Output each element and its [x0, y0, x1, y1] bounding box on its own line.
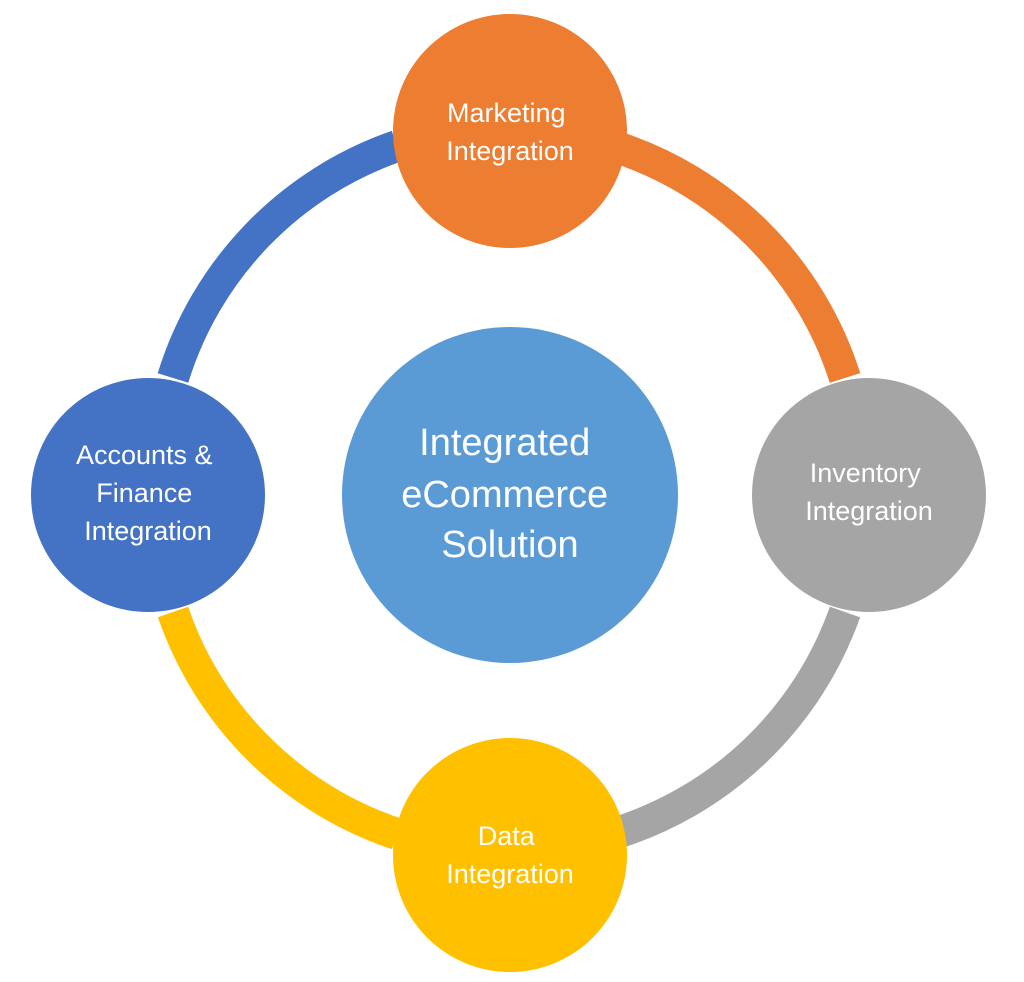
arc-data-to-accounts [157, 606, 403, 850]
node-label-line: Integration [446, 859, 574, 889]
inventory-label: Inventory Integration [805, 458, 933, 526]
data-integration-node: Data Integration [393, 738, 627, 972]
arc-inventory-to-data [608, 606, 861, 850]
node-label-line: Inventory [810, 458, 922, 488]
center-label-line: Solution [441, 524, 578, 566]
marketing-label: Marketing Integration [446, 98, 574, 166]
node-label-line: Integration [805, 496, 933, 526]
center-node: Integrated eCommerce Solution [342, 327, 678, 663]
node-label-line: Marketing [447, 98, 566, 128]
data-label: Data Integration [446, 821, 574, 889]
inventory-integration-node: Inventory Integration [752, 378, 986, 612]
marketing-integration-node: Marketing Integration [393, 14, 627, 248]
node-label-line: Accounts & [76, 440, 213, 470]
center-label-line: Integrated [419, 422, 590, 464]
arc-marketing-to-inventory [608, 130, 861, 383]
node-label-line: Integration [84, 516, 212, 546]
accounts-label: Accounts & Finance Integration [76, 440, 220, 546]
node-label-line: Finance [96, 478, 192, 508]
center-label-line: eCommerce [401, 474, 608, 516]
center-label: Integrated eCommerce Solution [401, 422, 619, 566]
node-label-line: Data [478, 821, 536, 851]
node-label-line: Integration [446, 136, 574, 166]
arc-accounts-to-marketing [157, 130, 403, 383]
accounts-finance-integration-node: Accounts & Finance Integration [31, 378, 265, 612]
